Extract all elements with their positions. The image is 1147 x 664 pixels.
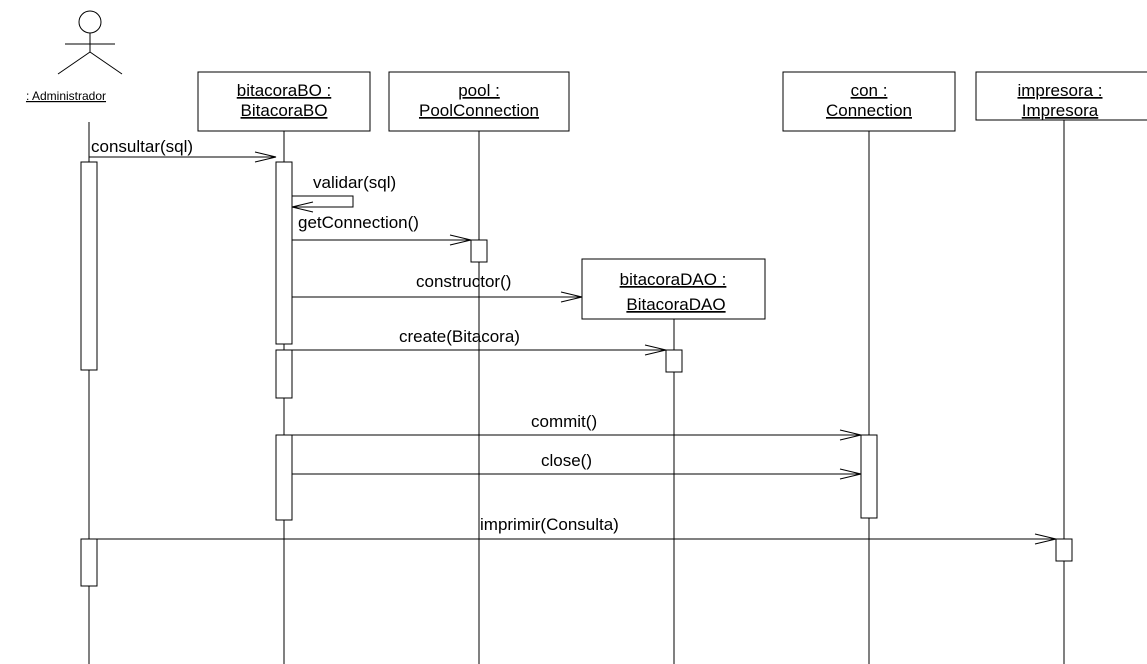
message-constructor: constructor() — [292, 272, 583, 303]
message-getconnection: getConnection() — [292, 213, 472, 246]
message-validar: validar(sql) — [291, 173, 396, 213]
message-commit: commit() — [292, 412, 862, 441]
activation-bitacorabo-3 — [275, 434, 293, 521]
arrowhead-icon — [291, 201, 314, 213]
object-name: con : — [851, 81, 888, 100]
actor-administrador: : Administrador — [26, 10, 123, 103]
object-class: BitacoraDAO — [626, 295, 725, 314]
object-box — [197, 71, 371, 132]
message-arrow-line — [292, 195, 354, 208]
activation-con — [860, 434, 878, 519]
object-name: impresora : — [1017, 81, 1102, 100]
object-class: BitacoraBO — [241, 101, 328, 120]
activation-pool — [470, 239, 488, 263]
object-bitacoradao: bitacoraDAO : BitacoraDAO — [581, 258, 766, 320]
message-consultar: consultar(sql) — [89, 137, 277, 163]
message-imprimir: imprimir(Consulta) — [89, 515, 1057, 545]
actor-leg-right — [89, 51, 123, 75]
message-label: commit() — [531, 412, 597, 431]
activation-administrador-1 — [80, 161, 98, 371]
arrowhead-icon — [839, 429, 862, 441]
object-box — [581, 258, 766, 320]
object-class: Impresora — [1022, 101, 1099, 120]
message-label: validar(sql) — [313, 173, 396, 192]
activation-impresora — [1055, 538, 1073, 562]
object-pool: pool : PoolConnection — [388, 71, 570, 132]
object-name: bitacoraDAO : — [620, 270, 727, 289]
message-label: constructor() — [416, 272, 511, 291]
object-impresora: impresora : Impresora — [975, 71, 1147, 121]
arrowhead-icon — [839, 468, 862, 480]
arrowhead-icon — [1034, 533, 1057, 545]
arrowhead-icon — [449, 234, 472, 246]
activation-bitacorabo-2 — [275, 349, 293, 399]
object-class: PoolConnection — [419, 101, 539, 120]
actor-label: : Administrador — [26, 89, 106, 103]
message-label: consultar(sql) — [91, 137, 193, 156]
activation-administrador-2 — [80, 538, 98, 587]
actor-leg-left — [57, 51, 91, 75]
object-box — [388, 71, 570, 132]
message-label: create(Bitacora) — [399, 327, 520, 346]
object-name: pool : — [458, 81, 500, 100]
message-label: close() — [541, 451, 592, 470]
activation-bitacorabo-1 — [275, 161, 293, 345]
message-label: imprimir(Consulta) — [480, 515, 619, 534]
object-class: Connection — [826, 101, 912, 120]
message-create: create(Bitacora) — [292, 327, 667, 356]
arrowhead-icon — [254, 151, 277, 163]
object-box — [975, 71, 1147, 121]
object-bitacorabo: bitacoraBO : BitacoraBO — [197, 71, 371, 132]
message-close: close() — [292, 451, 862, 480]
object-con: con : Connection — [782, 71, 956, 132]
arrowhead-icon — [644, 344, 667, 356]
object-box — [782, 71, 956, 132]
activation-bitacoradao — [665, 349, 683, 373]
actor-head — [78, 10, 102, 34]
message-label: getConnection() — [298, 213, 419, 232]
object-name: bitacoraBO : — [237, 81, 332, 100]
arrowhead-icon — [560, 291, 583, 303]
